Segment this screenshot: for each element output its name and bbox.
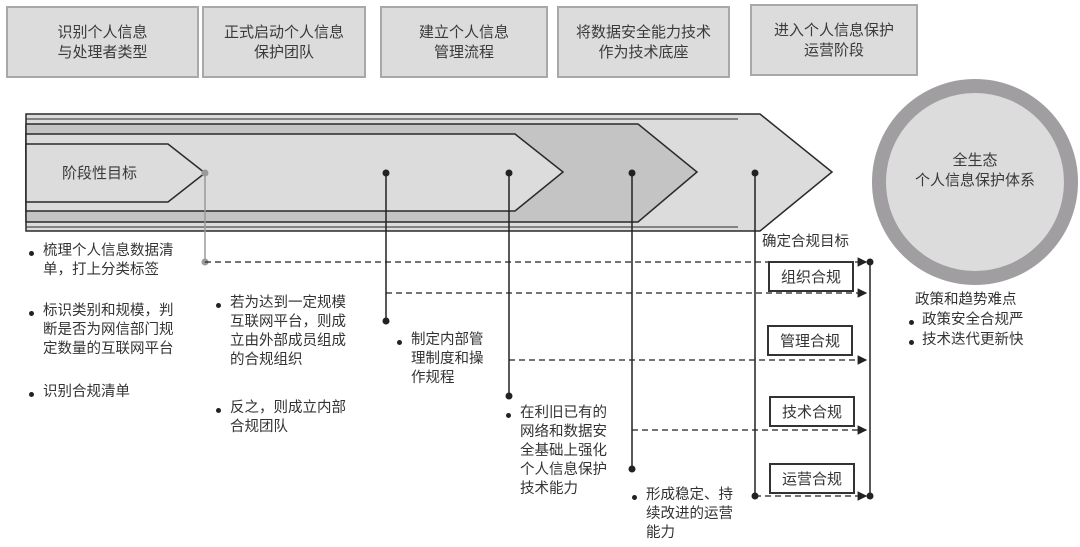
stage3-detail-1: 制定内部管 理制度和操 作规程 [411, 332, 484, 386]
stage4-detail-1: 在利旧已有的 网络和数据安 全基础上强化 个人信息保护 技术能力 [520, 405, 607, 497]
bullet-dot [29, 392, 34, 397]
difficulty-item-2: 技术迭代更新快 [922, 332, 1024, 348]
stage-box-1: 识别个人信息 与处理者类型 [6, 6, 199, 78]
arrow-label: 阶段性目标 [62, 164, 138, 182]
bullet-dot [216, 303, 221, 308]
difficulty-item-1: 政策安全合规严 [922, 312, 1024, 328]
bracket-dot-bottom [866, 492, 874, 500]
connector-dot-2 [382, 169, 390, 177]
connector-dot-4 [628, 169, 636, 177]
connector-dot-3 [505, 169, 513, 177]
connector-dot-2b [382, 317, 390, 325]
connector-dot-3b [505, 392, 513, 400]
bullet-dot [909, 340, 914, 345]
bullet-dot [29, 311, 34, 316]
goal-circle [872, 79, 1078, 285]
bullet-dot [397, 340, 402, 345]
stage1-detail-3: 识别合规清单 [43, 384, 130, 400]
compliance-box-management: 管理合规 [767, 325, 853, 356]
goal-circle-label: 全生态 个人信息保护体系 [914, 151, 1035, 189]
stage-box-3: 建立个人信息 管理流程 [380, 6, 548, 78]
arrow-inner [25, 143, 207, 203]
stage1-detail-2: 标识类别和规模，判 断是否为网信部门规 定数量的互联网平台 [43, 303, 174, 357]
connector-dot-5 [751, 169, 759, 177]
stage2-detail-2: 反之，则成立内部 合规团队 [230, 400, 346, 435]
stage2-detail-1: 若为达到一定规模 互联网平台，则成 立由外部成员组成 的合规组织 [230, 295, 346, 368]
difficulties-title: 政策和趋势难点 [915, 292, 1017, 308]
connector-dot-4b [628, 465, 636, 473]
stage5-detail-1: 形成稳定、持 续改进的运营 能力 [646, 487, 733, 541]
stage-box-2: 正式启动个人信息 保护团队 [202, 6, 366, 78]
compliance-box-organization: 组织合规 [768, 261, 854, 292]
bullet-dot [216, 408, 221, 413]
compliance-target-label: 确定合规目标 [762, 234, 849, 250]
bullet-dot [632, 495, 637, 500]
stage-box-4: 将数据安全能力技术 作为技术底座 [557, 6, 730, 78]
bullet-dot [29, 251, 34, 256]
stage-box-5: 进入个人信息保护 运营阶段 [750, 4, 918, 76]
compliance-box-operations: 运营合规 [769, 463, 855, 494]
compliance-box-technology: 技术合规 [769, 396, 855, 427]
connector-dot-1 [201, 169, 209, 177]
stage1-detail-1: 梳理个人信息数据清 单，打上分类标签 [43, 243, 174, 278]
bracket-dot-top [866, 258, 874, 266]
bullet-dot [909, 320, 914, 325]
bullet-dot [506, 413, 511, 418]
